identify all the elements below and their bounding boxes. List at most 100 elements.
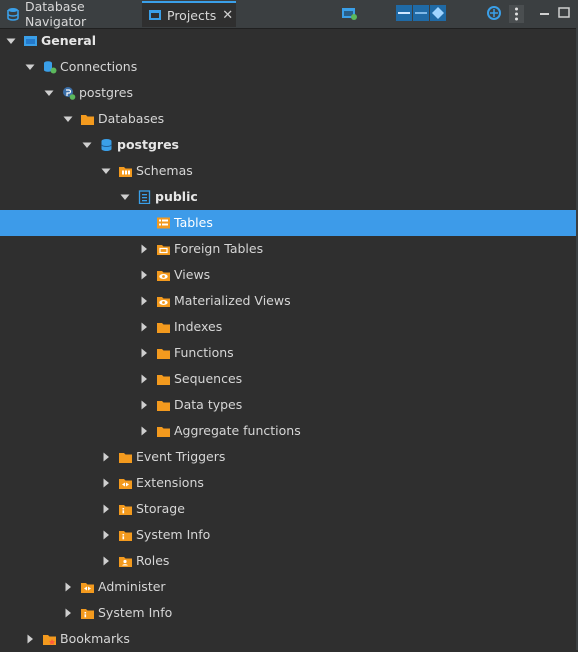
database-navigator-icon	[7, 8, 19, 21]
tree-item[interactable]: System Info	[0, 600, 576, 626]
tree-item[interactable]: Event Triggers	[0, 444, 576, 470]
chevron-right-icon[interactable]	[139, 426, 149, 436]
tab-projects[interactable]: Projects ✕	[142, 1, 236, 27]
tree-item[interactable]: Bookmarks	[0, 626, 576, 652]
tree-item-label: Bookmarks	[60, 631, 130, 646]
chevron-right-icon[interactable]	[101, 530, 111, 540]
tree-item-label: Views	[174, 267, 211, 282]
tree-item-label: System Info	[98, 605, 173, 620]
chevron-down-icon[interactable]	[44, 88, 54, 98]
chevron-right-icon[interactable]	[139, 244, 149, 254]
view-menu-icon[interactable]	[509, 5, 524, 23]
collapse-all-icon[interactable]	[396, 5, 412, 21]
chevron-right-icon[interactable]	[101, 452, 111, 462]
sync-icon[interactable]	[486, 5, 502, 21]
tree-item-label: General	[41, 33, 96, 48]
projects-icon	[149, 10, 161, 20]
tree-item-label: Administer	[98, 579, 166, 594]
roles-icon	[119, 557, 132, 567]
chevron-down-icon[interactable]	[25, 62, 35, 72]
views-icon	[157, 297, 170, 307]
chevron-right-icon[interactable]	[25, 634, 35, 644]
connections-icon	[44, 61, 57, 74]
tree-item[interactable]: Databases	[0, 106, 576, 132]
tree-item[interactable]: Connections	[0, 54, 576, 80]
chevron-right-icon[interactable]	[63, 608, 73, 618]
tree-item-label: Roles	[136, 553, 170, 568]
tree-item-label: Event Triggers	[136, 449, 226, 464]
project-icon	[24, 36, 37, 46]
extensions-icon	[81, 583, 94, 593]
tree-item-label: Foreign Tables	[174, 241, 264, 256]
folder-icon	[119, 453, 132, 463]
chevron-right-icon[interactable]	[139, 400, 149, 410]
schema-icon	[138, 190, 151, 204]
tree-item-label: postgres	[79, 85, 133, 100]
info-folder-icon	[119, 531, 132, 541]
schemas-icon	[119, 167, 132, 177]
tree-item[interactable]: Materialized Views	[0, 288, 576, 314]
maximize-icon[interactable]	[556, 5, 572, 21]
tree-item[interactable]: postgres	[0, 132, 576, 158]
folder-icon	[157, 323, 170, 333]
tree-item[interactable]: Data types	[0, 392, 576, 418]
view-tab-bar: Database Navigator Projects ✕	[0, 0, 578, 29]
chevron-right-icon[interactable]	[139, 322, 149, 332]
folder-icon	[81, 115, 94, 125]
tree-item[interactable]: Roles	[0, 548, 576, 574]
chevron-right-icon[interactable]	[139, 374, 149, 384]
tree-item-label: Functions	[174, 345, 234, 360]
views-icon	[157, 271, 170, 281]
database-icon	[101, 139, 112, 151]
new-folder-icon[interactable]	[341, 5, 357, 21]
tree-item-label: public	[155, 189, 198, 204]
tree-item[interactable]: General	[0, 28, 576, 54]
close-icon[interactable]: ✕	[222, 7, 234, 23]
link-editor-icon[interactable]	[430, 5, 446, 21]
tree-item[interactable]: Schemas	[0, 158, 576, 184]
chevron-right-icon[interactable]	[101, 556, 111, 566]
panel-edge	[576, 28, 578, 650]
expand-all-icon[interactable]	[413, 5, 429, 21]
info-folder-icon	[81, 609, 94, 619]
chevron-down-icon[interactable]	[63, 114, 73, 124]
tree-item-label: postgres	[117, 137, 179, 152]
tree-item-label: Connections	[60, 59, 138, 74]
tree-item[interactable]: Aggregate functions	[0, 418, 576, 444]
tree-item[interactable]: Extensions	[0, 470, 576, 496]
chevron-down-icon[interactable]	[120, 192, 130, 202]
tree-item[interactable]: Administer	[0, 574, 576, 600]
chevron-right-icon[interactable]	[139, 348, 149, 358]
chevron-down-icon[interactable]	[6, 36, 16, 46]
tree-item[interactable]: Foreign Tables	[0, 236, 576, 262]
chevron-down-icon[interactable]	[82, 140, 92, 150]
folder-icon	[157, 375, 170, 385]
chevron-right-icon[interactable]	[101, 478, 111, 488]
chevron-right-icon[interactable]	[101, 504, 111, 514]
tree-item[interactable]: Storage	[0, 496, 576, 522]
tree-item-label: Sequences	[174, 371, 243, 386]
chevron-down-icon[interactable]	[101, 166, 111, 176]
chevron-right-icon[interactable]	[139, 296, 149, 306]
tree-item[interactable]: System Info	[0, 522, 576, 548]
chevron-right-icon[interactable]	[139, 270, 149, 280]
tree-item[interactable]: Views	[0, 262, 576, 288]
tree-item[interactable]: Sequences	[0, 366, 576, 392]
tree-item-label: Materialized Views	[174, 293, 291, 308]
tree-item[interactable]: Indexes	[0, 314, 576, 340]
tree-item[interactable]: public	[0, 184, 576, 210]
tree-item[interactable]: Tables	[0, 210, 576, 236]
tree-item[interactable]: Functions	[0, 340, 576, 366]
minimize-icon[interactable]	[537, 5, 553, 21]
tab-database-navigator[interactable]: Database Navigator	[0, 0, 142, 29]
chevron-right-icon[interactable]	[63, 582, 73, 592]
foreign-tables-icon	[157, 245, 170, 255]
tree-item-label: Data types	[174, 397, 243, 412]
postgres-connection-icon	[63, 87, 76, 100]
folder-icon	[157, 401, 170, 411]
tree-item[interactable]: postgres	[0, 80, 576, 106]
folder-icon	[157, 349, 170, 359]
tree-item-label: Databases	[98, 111, 165, 126]
folder-icon	[157, 427, 170, 437]
